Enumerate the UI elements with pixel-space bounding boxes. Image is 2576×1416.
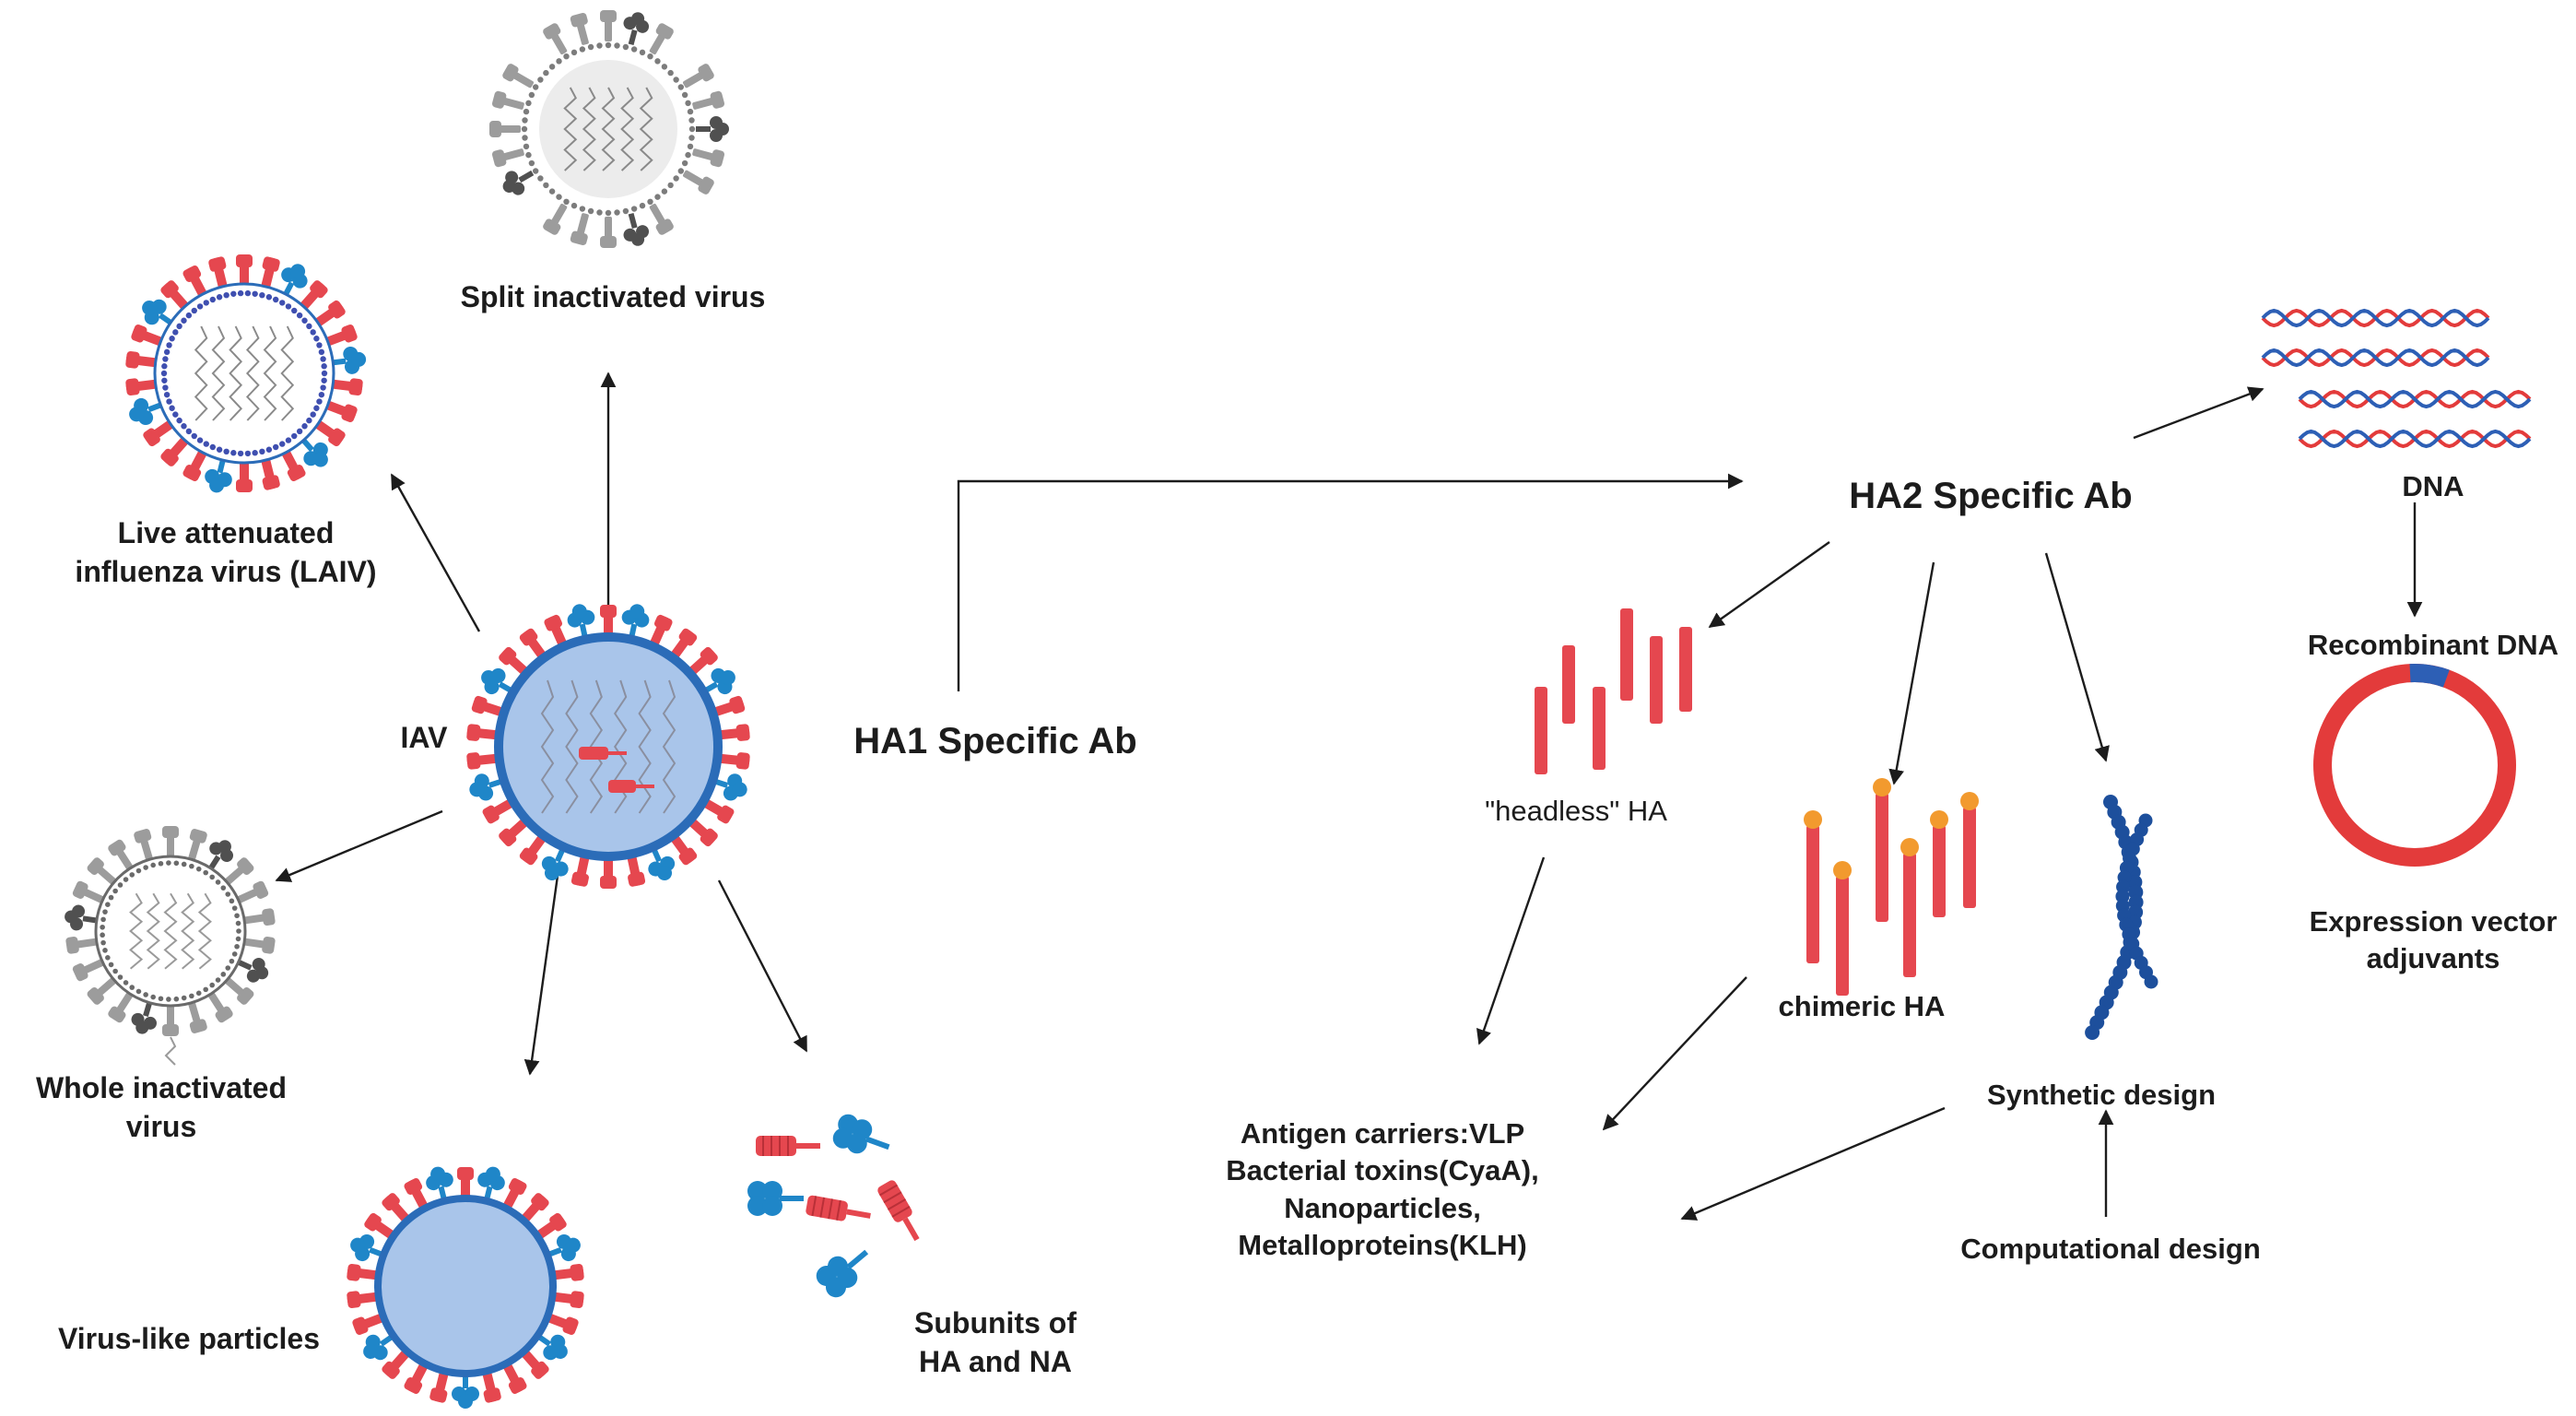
label-antigen-carriers: Antigen carriers:VLP Bacterial toxins(Cy… [1226, 1117, 1539, 1261]
ha-protein-icon [1535, 687, 1547, 774]
virus-particle-icon [489, 10, 729, 248]
label-computational-design: Computational design [1960, 1233, 2261, 1265]
virus-particle-icon [347, 1166, 584, 1409]
arrows-layer [275, 372, 2423, 1221]
ha-protein-icon [756, 1136, 820, 1156]
arrow-iav-to-vlp [523, 875, 559, 1076]
arrow-chimeric-to-carriers [1602, 976, 1747, 1131]
label-subunits-ha-na: Subunits of HA and NA [914, 1306, 1076, 1378]
arrow-iav-to-subunits [717, 879, 808, 1053]
ha-protein-icon [806, 1195, 871, 1221]
arrow-ha2-to-headless [1708, 541, 1830, 628]
label-dna: DNA [2402, 470, 2464, 502]
label-iav: IAV [400, 721, 448, 754]
label-virus-like-particles: Virus-like particles [58, 1322, 320, 1355]
ha-protein-icon [1650, 636, 1663, 724]
na-protein-icon [816, 1249, 869, 1298]
arrow-headless-to-carriers [1476, 856, 1546, 1045]
label-split-inactivated-virus: Split inactivated virus [460, 280, 766, 313]
ha-protein-icon [1806, 825, 1819, 963]
label-ha2-specific-ab: HA2 Specific Ab [1849, 476, 2133, 516]
headless-ha-group [1535, 608, 1692, 774]
ha-protein-icon [1562, 645, 1575, 724]
ha-protein-icon [1679, 627, 1692, 712]
na-protein-icon [832, 1114, 890, 1154]
label-headless-ha: "headless" HA [1485, 795, 1667, 827]
ha-protein-icon [1876, 793, 1888, 922]
arrow-synthetic-to-carriers [1680, 1106, 1946, 1221]
dna-helix-icon [2261, 308, 2532, 449]
label-laiv: Live attenuated influenza virus (LAIV) [75, 516, 377, 588]
ha-protein-icon [1836, 876, 1849, 996]
ha-protein-icon [877, 1180, 920, 1242]
label-whole-inactivated-virus: Whole inactivated virus [35, 1071, 288, 1143]
na-protein-icon [747, 1181, 804, 1216]
ha-protein-icon [1903, 853, 1916, 977]
arrow-ha2-to-chimeric [1888, 561, 1935, 785]
virus-particle-icon [125, 254, 367, 493]
arrow-iav-to-laiv [390, 473, 481, 632]
subunits-group [747, 1114, 920, 1298]
label-ha1-specific-ab: HA1 Specific Ab [853, 721, 1137, 761]
label-recombinant-dna: Recombinant DNA [2307, 629, 2559, 661]
label-chimeric-ha: chimeric HA [1778, 990, 1946, 1022]
plasmid-ring-icon [2313, 664, 2516, 867]
label-synthetic-design: Synthetic design [1986, 1079, 2217, 1111]
ha-protein-icon [1933, 825, 1946, 917]
ha-protein-icon [1963, 807, 1976, 908]
bead-chain-icon [2085, 795, 2158, 1040]
virus-particle-icon [65, 826, 276, 1066]
label-expression-vector-adjuvants: Expression vector adjuvants [2309, 905, 2558, 975]
ha-protein-icon [1593, 687, 1606, 770]
chimeric-ha-group [1804, 778, 1979, 996]
ha-protein-icon [1620, 608, 1633, 701]
arrow-ha2-to-synthetic [2044, 552, 2110, 762]
artwork-layer [65, 10, 2532, 1409]
arrow-ha1-to-ha2 [957, 473, 1744, 691]
arrow-ha2-to-dna [2133, 386, 2264, 440]
virus-particle-icon [466, 604, 750, 889]
arrow-iav-to-whole [275, 809, 443, 882]
